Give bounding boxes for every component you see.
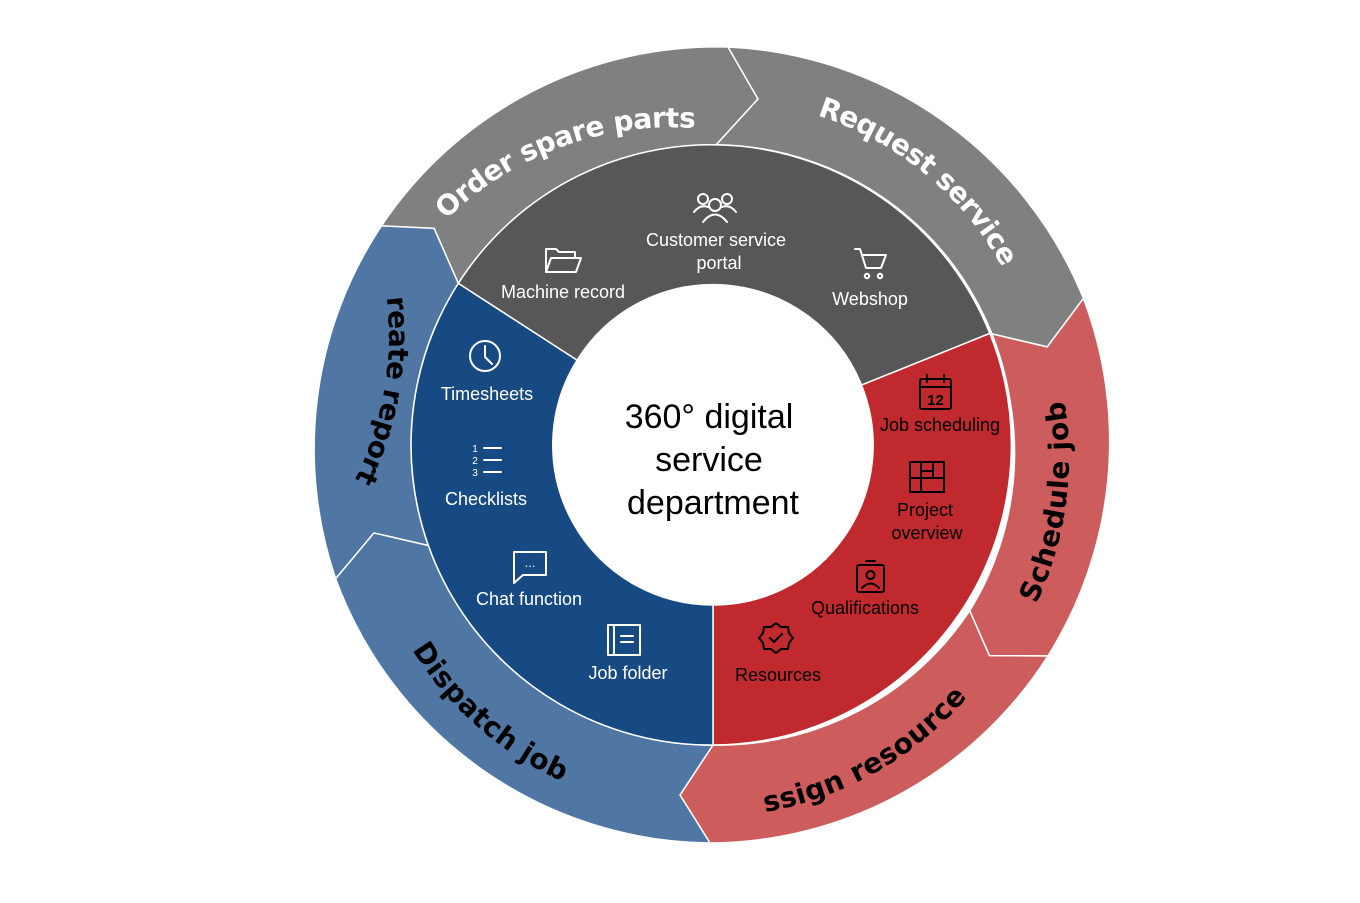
item-checklists[interactable]: 1 2 3 Checklists (445, 444, 527, 509)
item-job-folder[interactable]: Job folder (588, 624, 668, 683)
item-machine-record[interactable]: Machine record (501, 248, 625, 302)
item-label-job-scheduling: Job scheduling (880, 415, 1000, 435)
item-label-customer-service-portal-2: portal (696, 253, 741, 273)
item-customer-service-portal[interactable]: Customer service portal (646, 193, 786, 273)
inner-sector-red (712, 332, 1013, 746)
chat-icon (513, 551, 547, 584)
inner-ring (410, 143, 1014, 746)
people-icon (693, 193, 737, 223)
item-resources[interactable]: Resources (735, 622, 821, 685)
badge-check-icon (758, 622, 794, 654)
item-label-customer-service-portal-1: Customer service (646, 230, 786, 250)
item-label-machine-record: Machine record (501, 282, 625, 302)
item-webshop[interactable]: Webshop (832, 248, 908, 309)
id-badge-icon (856, 560, 885, 593)
calendar-icon (919, 374, 952, 410)
cart-icon (854, 248, 887, 280)
item-qualifications[interactable]: Qualifications (811, 560, 919, 618)
item-label-project-overview-2: overview (891, 523, 963, 543)
numbered-list-icon: 1 2 3 (472, 444, 502, 479)
calendar-icon-number: 12 (927, 392, 944, 409)
item-label-project-overview-1: Project (897, 500, 953, 520)
item-chat-function[interactable]: ... Chat function (476, 551, 582, 609)
outer-ring (313, 46, 1111, 844)
item-job-scheduling[interactable]: 12 Job scheduling (880, 374, 1000, 435)
list-number-3: 3 (472, 468, 478, 479)
item-project-overview[interactable]: Project overview (891, 461, 964, 543)
center-title-line-3: department (627, 484, 800, 522)
center-title-line-2: service (655, 441, 763, 479)
item-label-timesheets: Timesheets (441, 384, 533, 404)
item-label-checklists: Checklists (445, 489, 527, 509)
inner-sector-blue (410, 282, 714, 746)
item-label-chat-function: Chat function (476, 589, 582, 609)
center-title-line-1: 360° digital (625, 398, 794, 436)
list-number-2: 2 (472, 456, 478, 467)
center-disc (553, 285, 873, 605)
item-label-job-folder: Job folder (588, 663, 667, 683)
center-title: 360° digital service department (625, 398, 800, 522)
item-label-webshop: Webshop (832, 289, 908, 309)
list-number-1: 1 (472, 444, 478, 455)
board-icon (909, 461, 945, 493)
item-label-qualifications: Qualifications (811, 598, 919, 618)
item-timesheets[interactable]: Timesheets (441, 340, 533, 404)
chat-icon-dots: ... (525, 555, 536, 570)
item-label-resources: Resources (735, 665, 821, 685)
inner-sector-gray (457, 143, 991, 387)
folder-icon (545, 248, 582, 273)
clock-icon (469, 340, 501, 372)
document-icon (607, 624, 641, 656)
